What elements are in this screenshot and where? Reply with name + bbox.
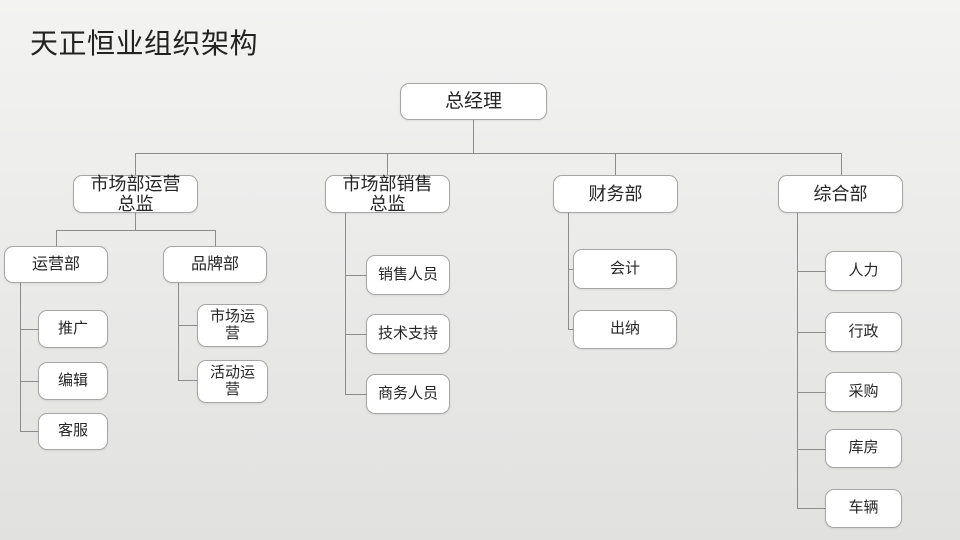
node-label: 活动运 营 xyxy=(209,363,255,398)
org-node-marketing-ops-director: 市场部运营 总监 xyxy=(73,173,198,214)
connector-stub-hr xyxy=(797,271,825,272)
node-label: 库房 xyxy=(848,439,879,457)
connector-stub-business-staff xyxy=(345,394,366,395)
node-label: 运营部 xyxy=(31,255,80,273)
connector-stub-sales-staff xyxy=(345,275,366,276)
org-node-brand-dept: 品牌部 xyxy=(163,246,267,283)
node-label: 技术支持 xyxy=(377,324,438,342)
connector-stub-warehouse xyxy=(797,449,825,450)
org-node-cashier: 出纳 xyxy=(573,310,677,349)
org-node-finance-dept: 财务部 xyxy=(553,175,678,213)
node-label: 总经理 xyxy=(444,90,502,112)
connector-drop-finance xyxy=(615,153,616,175)
node-label: 商务人员 xyxy=(377,384,438,402)
connector-drop-marketing-ops xyxy=(135,153,136,175)
node-label: 推广 xyxy=(57,319,88,337)
node-label: 客服 xyxy=(57,422,88,440)
connector-stub-procurement xyxy=(797,392,825,393)
connector-root-stem xyxy=(473,120,474,154)
org-node-procurement: 采购 xyxy=(825,372,902,412)
connector-stub-cashier xyxy=(568,329,573,330)
org-node-marketing-sales-director: 市场部销售 总监 xyxy=(325,173,450,214)
node-label: 人力 xyxy=(848,261,879,279)
connector-sales-spine xyxy=(345,213,346,394)
connector-operations-spine xyxy=(20,282,21,432)
org-node-business-staff: 商务人员 xyxy=(366,374,450,414)
connector-stub-promotion xyxy=(20,329,38,330)
node-label: 销售人员 xyxy=(377,265,438,283)
connector-stub-editor xyxy=(20,381,38,382)
connector-brand-spine xyxy=(178,282,179,381)
node-label: 会计 xyxy=(609,259,640,277)
org-node-event-operation: 活动运 营 xyxy=(197,360,268,403)
org-node-operations-dept: 运营部 xyxy=(4,246,108,283)
slide-title: 天正恒业组织架构 xyxy=(30,28,259,59)
connector-stub-customer-service xyxy=(20,431,38,432)
node-label: 市场部销售 总监 xyxy=(342,173,433,214)
node-label: 编辑 xyxy=(57,371,88,389)
org-node-general-affairs-dept: 综合部 xyxy=(778,175,903,213)
connector-stub-event-operation xyxy=(178,380,197,381)
connector-stub-admin xyxy=(797,332,825,333)
connector-stub-vehicles xyxy=(797,508,825,509)
org-node-market-operation: 市场运 营 xyxy=(197,304,268,347)
org-node-customer-service: 客服 xyxy=(38,413,108,450)
node-label: 行政 xyxy=(848,322,879,340)
node-label: 车辆 xyxy=(848,499,879,517)
org-node-general-manager: 总经理 xyxy=(400,83,547,120)
org-node-tech-support: 技术支持 xyxy=(366,314,450,354)
connector-ops-stem xyxy=(135,213,136,230)
org-node-editor: 编辑 xyxy=(38,362,108,400)
connector-drop-marketing-sales xyxy=(387,153,388,175)
connector-stub-tech-support xyxy=(345,334,366,335)
node-label: 市场部运营 总监 xyxy=(90,173,181,214)
org-node-promotion: 推广 xyxy=(38,310,108,348)
org-node-accountant: 会计 xyxy=(573,249,677,289)
connector-general-spine xyxy=(797,212,798,509)
node-label: 综合部 xyxy=(813,183,868,204)
node-label: 采购 xyxy=(848,382,879,400)
node-label: 出纳 xyxy=(609,320,640,338)
node-label: 财务部 xyxy=(588,183,643,204)
connector-drop-general-affairs xyxy=(841,153,842,175)
connector-ops-rail xyxy=(56,230,216,231)
org-node-hr: 人力 xyxy=(825,251,902,291)
connector-drop-brand-dept xyxy=(215,230,216,246)
org-node-sales-staff: 销售人员 xyxy=(366,255,450,295)
connector-stub-market-operation xyxy=(178,325,197,326)
org-node-vehicles: 车辆 xyxy=(825,489,902,528)
connector-stub-accountant xyxy=(568,269,573,270)
connector-drop-operations-dept xyxy=(56,230,57,246)
org-node-admin: 行政 xyxy=(825,312,902,352)
node-label: 市场运 营 xyxy=(209,307,255,342)
org-node-warehouse: 库房 xyxy=(825,429,902,468)
connector-root-rail xyxy=(135,153,842,154)
connector-finance-spine xyxy=(568,212,569,329)
node-label: 品牌部 xyxy=(190,255,239,273)
